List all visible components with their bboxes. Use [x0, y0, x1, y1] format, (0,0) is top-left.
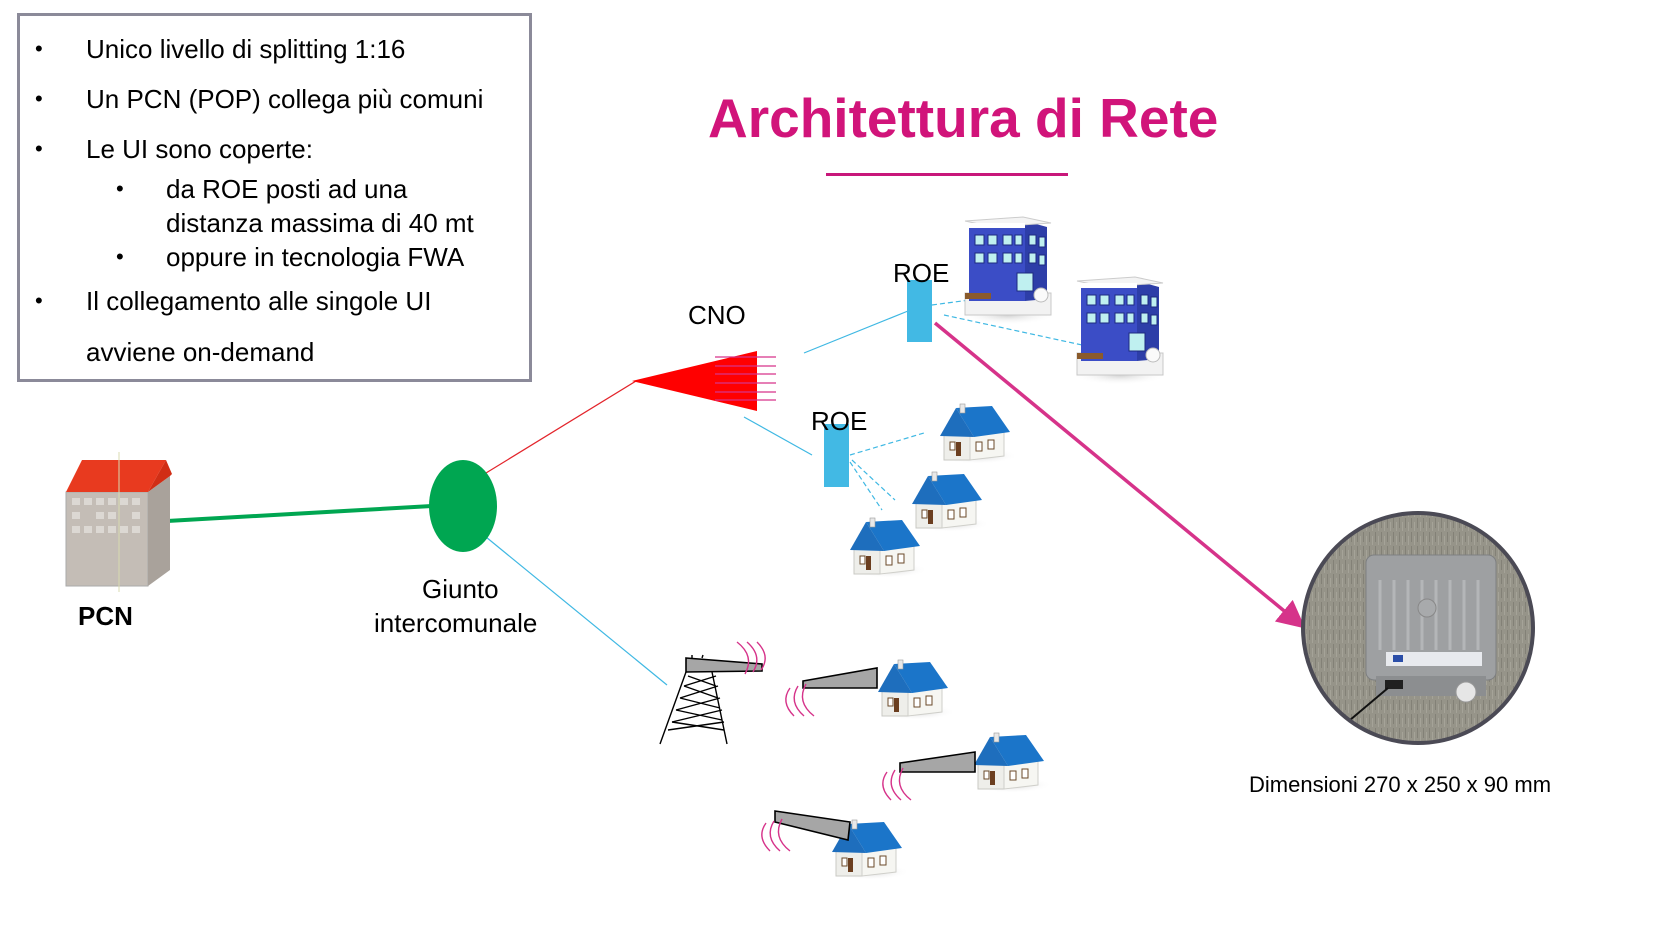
info-subitem: oppure in tecnologia FWA [166, 242, 465, 272]
title-underline [826, 173, 1068, 176]
bullet-marker: • [35, 136, 43, 161]
bullet-marker: • [116, 176, 124, 201]
pcn-label: PCN [78, 601, 133, 631]
info-subitem: da ROE posti ad una [166, 174, 408, 204]
house-icon [909, 471, 991, 533]
cno-splitter-icon [632, 351, 776, 411]
cpe-antenna-icon [899, 751, 976, 773]
joint-label-line2: intercomunale [374, 608, 538, 638]
house-icon [937, 403, 1019, 465]
device-dimensions-caption: Dimensioni 270 x 250 x 90 mm [1249, 772, 1552, 797]
pcn-building-icon [65, 452, 172, 592]
info-box: • Unico livello di splitting 1:16 • Un P… [17, 13, 532, 382]
roe-top-box-icon [907, 280, 932, 342]
info-item: Il collegamento alle singole UI [86, 286, 432, 316]
roe-bottom-box-icon [824, 424, 849, 487]
info-subitem-continuation: distanza massima di 40 mt [166, 208, 474, 238]
info-item: Unico livello di splitting 1:16 [86, 34, 406, 64]
device-pointer-arrow [933, 321, 1306, 629]
cno-label: CNO [688, 300, 746, 330]
primary-fiber-cno [485, 380, 637, 474]
feeder-cable [166, 504, 433, 523]
fiber-cno-roe-top [803, 310, 909, 354]
office-building-icon [1071, 276, 1169, 386]
roe-bottom-label: ROE [811, 406, 868, 436]
fwa-house-icon [971, 732, 1053, 794]
fwa-tower-icon [659, 654, 728, 745]
page-title: Architettura di Rete [708, 87, 1219, 149]
info-item-continuation: avviene on-demand [86, 337, 315, 367]
info-item: Un PCN (POP) collega più comuni [86, 84, 484, 114]
joint-ellipse-icon [429, 460, 497, 552]
joint-label-line1: Giunto [422, 574, 499, 604]
cpe-antenna-icon [802, 667, 878, 689]
bullet-marker: • [116, 244, 124, 269]
fiber-to-fwa-tower [485, 536, 668, 686]
roe-top-label: ROE [893, 258, 950, 288]
bullet-marker: • [35, 36, 43, 61]
drop-cables-bottom [849, 432, 925, 511]
roe-device-photo [1301, 511, 1535, 745]
bullet-marker: • [35, 86, 43, 111]
fiber-cno-roe-bottom [743, 416, 813, 456]
office-building-icon [959, 216, 1057, 326]
bullet-marker: • [35, 288, 43, 313]
cpe-antenna-icon [774, 810, 851, 841]
tower-antenna-icon [685, 657, 763, 673]
info-item: Le UI sono coperte: [86, 134, 313, 164]
fwa-house-icon [875, 659, 957, 721]
